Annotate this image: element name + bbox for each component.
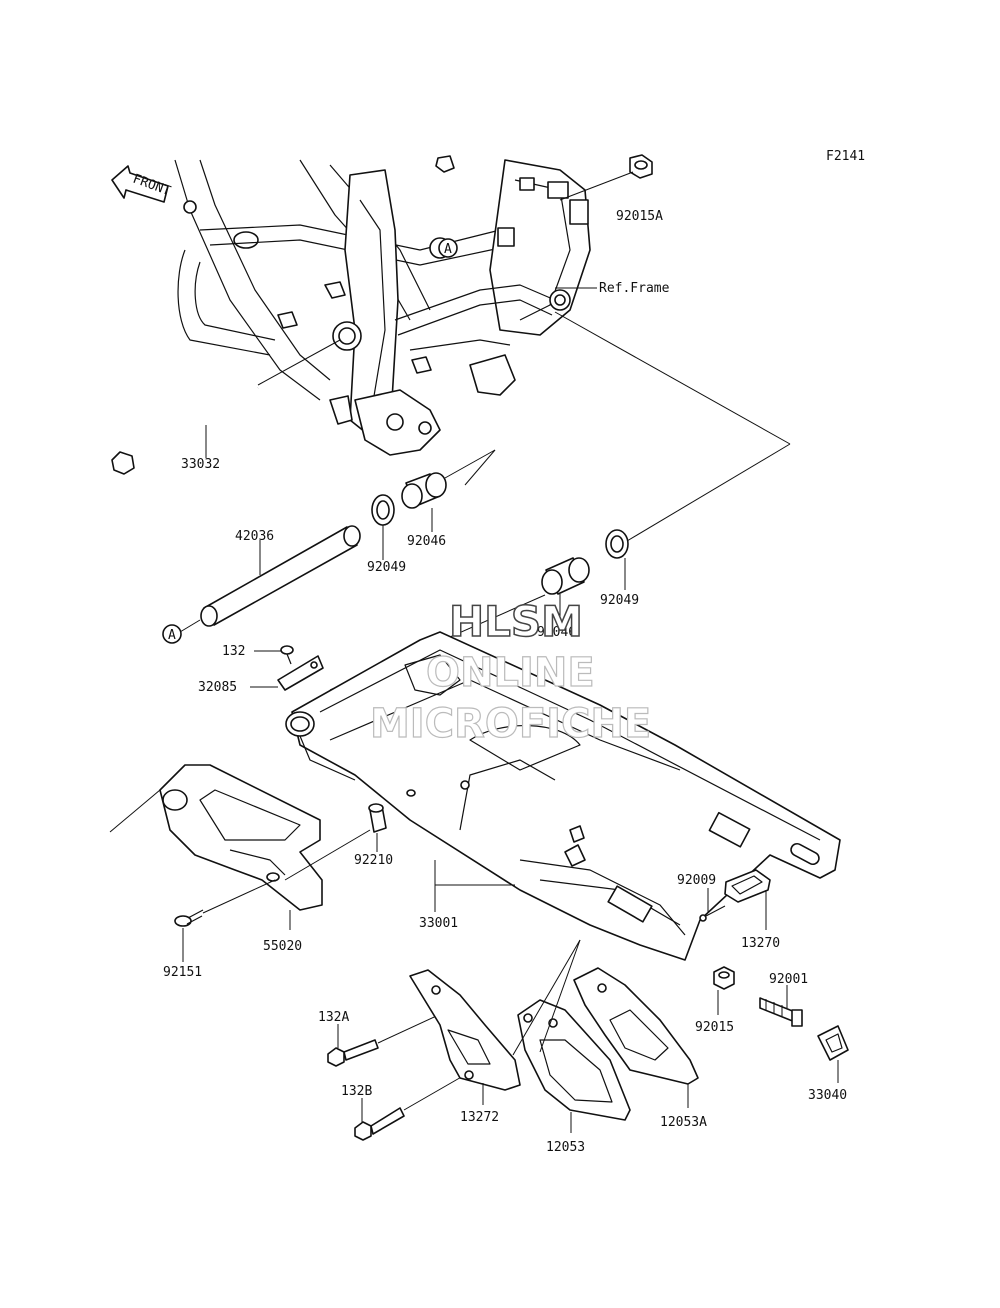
label-92009: 92009 xyxy=(677,873,716,888)
watermark-line2: ONLINE xyxy=(426,650,595,696)
part-55020-chain-slider xyxy=(159,764,323,911)
part-12053-chain-guide xyxy=(517,999,631,1121)
front-arrow-icon: FRONT xyxy=(111,165,173,203)
part-92210-collar xyxy=(368,803,387,833)
label-42036: 42036 xyxy=(235,529,274,544)
label-92046-lower: 92046 xyxy=(537,625,576,640)
part-42036-sleeve xyxy=(200,525,361,627)
part-92049-seal-upper xyxy=(371,494,395,526)
label-92046-upper: 92046 xyxy=(407,534,446,549)
ref-frame-label: Ref.Frame xyxy=(599,281,670,296)
label-33032: 33032 xyxy=(181,457,220,472)
figure-code: F2141 xyxy=(826,149,865,164)
part-92151-screw xyxy=(174,909,204,927)
part-33040-block xyxy=(817,1025,849,1061)
label-132: 132 xyxy=(222,644,245,659)
label-12053: 12053 xyxy=(546,1140,585,1155)
callout-a-sleeve xyxy=(162,624,182,644)
part-92046-bearing-upper xyxy=(401,472,447,509)
frame-drawing xyxy=(174,155,591,456)
label-33001: 33001 xyxy=(419,916,458,931)
label-92015: 92015 xyxy=(695,1020,734,1035)
part-32085-guide xyxy=(277,655,324,691)
label-92210: 92210 xyxy=(354,853,393,868)
part-13272-guard-plate xyxy=(409,969,521,1091)
callout-a-frame xyxy=(438,238,458,258)
part-92015-nut xyxy=(713,966,735,990)
part-92049-seal-lower xyxy=(605,529,629,559)
part-92046-bearing-lower xyxy=(541,557,590,595)
part-92210-washer xyxy=(406,789,416,797)
label-32085: 32085 xyxy=(198,680,237,695)
part-92001-bolt xyxy=(759,997,803,1027)
callout-a-sleeve-label: A xyxy=(168,628,176,643)
label-33040: 33040 xyxy=(808,1088,847,1103)
label-92049-upper: 92049 xyxy=(367,560,406,575)
label-92015A: 92015A xyxy=(616,209,663,224)
part-132A-bolt xyxy=(327,1039,379,1067)
part-12053A-guide-insert xyxy=(573,967,699,1085)
part-92009-screw xyxy=(699,914,707,922)
label-132A: 132A xyxy=(318,1010,349,1025)
label-13272: 13272 xyxy=(460,1110,499,1125)
watermark: HLSM ONLINE MICROFICHE xyxy=(369,596,651,747)
watermark-line1: HLSM xyxy=(449,597,583,646)
label-92151: 92151 xyxy=(163,965,202,980)
part-92015A-nut xyxy=(629,154,653,179)
part-132B-bolt xyxy=(354,1107,405,1141)
label-13270: 13270 xyxy=(741,936,780,951)
part-132-screw xyxy=(280,645,294,665)
label-55020: 55020 xyxy=(263,939,302,954)
label-92001: 92001 xyxy=(769,972,808,987)
watermark-line3: MICROFICHE xyxy=(370,701,651,747)
part-33032-bolt xyxy=(111,384,260,475)
label-92049-lower: 92049 xyxy=(600,593,639,608)
part-13270-plate xyxy=(724,869,771,903)
callout-a-frame-label: A xyxy=(444,242,452,257)
part-33001-swingarm xyxy=(285,631,841,961)
label-132B: 132B xyxy=(341,1084,372,1099)
label-12053A: 12053A xyxy=(660,1115,707,1130)
